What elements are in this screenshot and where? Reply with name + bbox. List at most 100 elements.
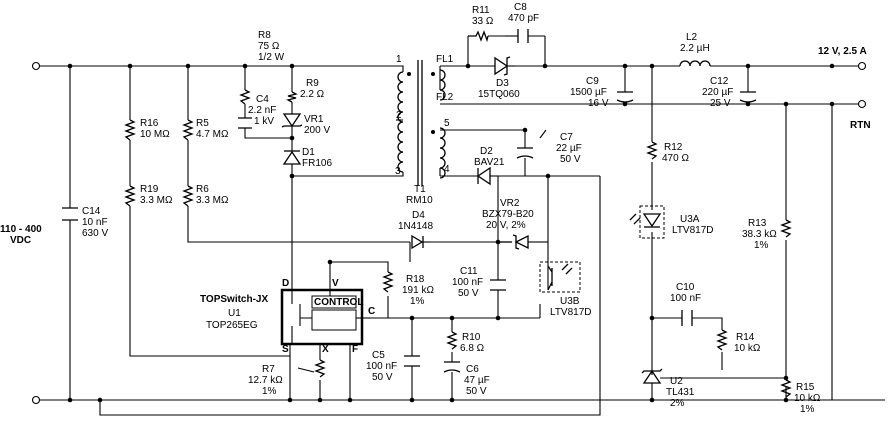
c5-rating: 50 V [372, 372, 393, 383]
r7-value: 12.7 kΩ [248, 375, 283, 386]
c9-rating: 16 V [588, 98, 609, 109]
r16-resistor-symbol [124, 119, 136, 141]
l2-ref: L2 [686, 32, 698, 43]
r12-value: 470 Ω [662, 153, 689, 164]
r19-ref: R19 [140, 184, 159, 195]
c9-ref: C9 [586, 76, 599, 87]
r13-value: 38.3 kΩ [742, 229, 777, 240]
vr2-part: BZX79-B20 [482, 209, 534, 220]
transformer-t1 [395, 60, 446, 186]
r14-resistor-symbol [716, 329, 728, 351]
r9-resistor-symbol [286, 91, 298, 103]
r14-value: 10 kΩ [734, 343, 761, 354]
u3a-led-symbol [629, 205, 665, 239]
r12-resistor-symbol [646, 141, 658, 160]
input-negative-terminal [31, 395, 41, 405]
ic-ref-label: U1 [228, 308, 241, 319]
c5-ref: C5 [372, 350, 385, 361]
d1-diode-symbol [282, 148, 302, 165]
ic-control-block: CONTROL [314, 297, 363, 308]
u3b-ref: U3B [560, 296, 580, 307]
ic-family-label: TOPSwitch-JX [200, 294, 268, 305]
t1-core: RM10 [406, 195, 433, 206]
c11-capacitor-symbol [490, 279, 506, 291]
terminals [31, 61, 867, 405]
c14-ref: C14 [82, 206, 101, 217]
vr1-zener-symbol [281, 113, 303, 134]
t1-fl1: FL1 [436, 54, 454, 65]
r11-value: 33 Ω [472, 16, 494, 27]
u2-part: TL431 [666, 387, 695, 398]
r15-tolerance: 1% [800, 404, 815, 415]
u2-ref: U2 [670, 376, 683, 387]
d2-part: BAV21 [474, 157, 505, 168]
r6-value: 3.3 MΩ [196, 195, 229, 206]
d3-part: 15TQ060 [478, 89, 520, 100]
r15-ref: R15 [796, 382, 815, 393]
topswitch-ic [280, 288, 370, 346]
l2-inductor-symbol [679, 60, 711, 67]
c4-rating: 1 kV [254, 116, 274, 127]
r8-resistor-symbol [239, 89, 251, 105]
r16-ref: R16 [140, 118, 159, 129]
d4-diode-symbol [411, 234, 430, 250]
u2-shunt-regulator-symbol [641, 368, 663, 384]
r7-ref: R7 [262, 364, 275, 375]
r8-rating: 1/2 W [258, 52, 285, 63]
ic-pin-s: S [282, 344, 289, 355]
c7-rating: 50 V [560, 154, 581, 165]
c11-rating: 50 V [458, 288, 479, 299]
u3b-phototransistor-symbol [539, 261, 581, 293]
r16-value: 10 MΩ [140, 129, 170, 140]
l2-value: 2.2 µH [680, 43, 710, 54]
ic-pin-v: V [332, 278, 339, 289]
r18-value: 191 kΩ [402, 285, 434, 296]
r9-value: 2.2 Ω [300, 89, 325, 100]
r6-resistor-symbol [182, 185, 194, 207]
c4-value: 2.2 nF [248, 105, 276, 116]
c14-rating: 630 V [82, 228, 108, 239]
d1-ref: D1 [302, 147, 315, 158]
vr1-value: 200 V [304, 125, 330, 136]
d4-ref: D4 [412, 210, 425, 221]
return-label: RTN [850, 120, 871, 131]
r18-ref: R18 [406, 274, 425, 285]
input-voltage-label: 110 - 400 [0, 224, 42, 235]
r7-resistor-symbol [297, 359, 326, 378]
r19-value: 3.3 MΩ [140, 195, 173, 206]
u2-tolerance: 2% [670, 398, 685, 409]
d2-ref: D2 [480, 146, 493, 157]
r15-resistor-symbol [780, 379, 792, 398]
r19-resistor-symbol [124, 185, 136, 207]
c6-ref: C6 [466, 364, 479, 375]
c9-value: 1500 µF [570, 87, 607, 98]
r11-ref: R11 [472, 5, 490, 16]
c11-value: 100 nF [452, 277, 483, 288]
c8-ref: C8 [514, 2, 527, 13]
d4-part: 1N4148 [398, 221, 433, 232]
c6-value: 47 µF [464, 375, 490, 386]
wires [36, 35, 885, 416]
r10-value: 6.8 Ω [460, 343, 485, 354]
d3-schottky-symbol [494, 56, 515, 76]
r12-ref: R12 [664, 142, 683, 153]
junction-dots [67, 63, 835, 403]
d3-ref: D3 [496, 78, 509, 89]
c6-capacitor-symbol [443, 361, 461, 373]
t1-ref: T1 [414, 184, 426, 195]
d1-part: FR106 [302, 158, 332, 169]
r9-ref: R9 [306, 78, 319, 89]
r7-tolerance: 1% [262, 386, 277, 397]
t1-fl2: FL2 [436, 92, 454, 103]
r14-ref: R14 [736, 332, 755, 343]
r6-ref: R6 [196, 184, 209, 195]
r5-ref: R5 [196, 118, 209, 129]
c14-capacitor-symbol [62, 207, 78, 221]
ic-pin-x: X [322, 344, 329, 355]
t1-pin5: 5 [444, 118, 450, 129]
c7-capacitor-symbol [516, 129, 547, 159]
vr2-zener-symbol [500, 234, 538, 250]
r5-value: 4.7 MΩ [196, 129, 229, 140]
c14-value: 10 nF [82, 217, 108, 228]
r10-ref: R10 [462, 332, 481, 343]
